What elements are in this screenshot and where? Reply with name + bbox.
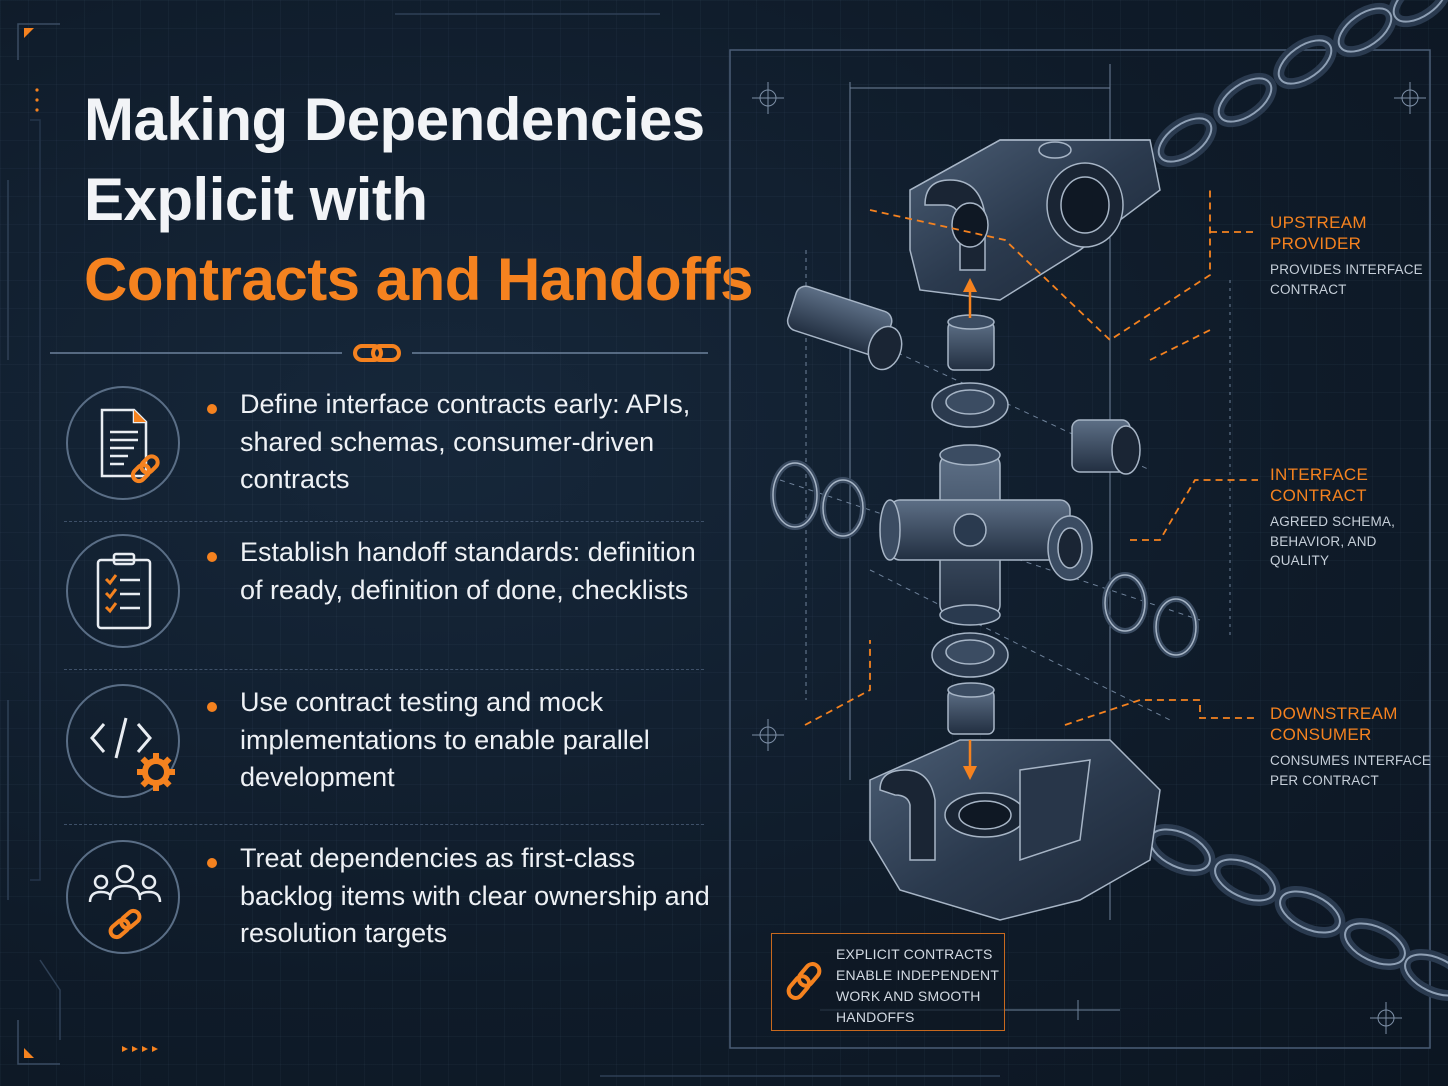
list-item-interface-contracts: Define interface contracts early: APIs, …	[64, 386, 704, 506]
lower-yoke	[869, 739, 1161, 921]
interface-sub-3: QUALITY	[1270, 553, 1330, 568]
upstream-head-2: PROVIDER	[1270, 234, 1362, 253]
note-line-4: HANDOFFS	[836, 1009, 915, 1025]
list-item-backlog-dependencies: Treat dependencies as first-class backlo…	[64, 840, 710, 960]
assembly-arrows	[963, 278, 977, 780]
title-line-1: Making Dependencies	[84, 86, 705, 153]
bullet-dot	[207, 702, 217, 712]
item-icon-circle	[66, 684, 180, 798]
chain-top	[1153, 0, 1448, 168]
item-icon-circle	[66, 840, 180, 954]
interface-contract-label: INTERFACE CONTRACT AGREED SCHEMA, BEHAVI…	[1270, 464, 1395, 571]
chain-bottom	[1144, 823, 1448, 1002]
bullet-dot	[207, 552, 217, 562]
bullet-dot	[207, 858, 217, 868]
title-line-3: Contracts and Handoffs	[84, 246, 754, 313]
document-link-icon	[100, 408, 160, 484]
bearing-parts	[770, 285, 1199, 735]
item-text: Treat dependencies as first-class backlo…	[240, 843, 710, 948]
interface-head-2: CONTRACT	[1270, 486, 1367, 505]
title-line-2: Explicit with	[84, 166, 428, 233]
callout-leaders	[804, 190, 1258, 726]
summary-note-box: EXPLICIT CONTRACTS ENABLE INDEPENDENT WO…	[771, 933, 1005, 1031]
clipboard-checklist-icon	[96, 552, 152, 630]
note-line-1: EXPLICIT CONTRACTS	[836, 946, 993, 962]
interface-head-1: INTERFACE	[1270, 465, 1369, 484]
list-item-contract-testing: Use contract testing and mock implementa…	[64, 684, 704, 804]
upstream-provider-label: UPSTREAM PROVIDER PROVIDES INTERFACE CON…	[1270, 212, 1423, 299]
bullet-dot	[207, 404, 217, 414]
exploded-joint-diagram	[729, 0, 1448, 1049]
item-icon-circle	[66, 534, 180, 648]
downstream-sub-2: PER CONTRACT	[1270, 772, 1379, 788]
interface-sub-1: AGREED SCHEMA,	[1270, 514, 1396, 529]
item-text: Use contract testing and mock implementa…	[240, 687, 650, 792]
gear-icon	[137, 753, 175, 791]
team-link-icon	[88, 864, 162, 940]
item-separator	[64, 824, 704, 825]
item-separator	[64, 669, 704, 670]
item-icon-circle	[66, 386, 180, 500]
item-text: Establish handoff standards: definition …	[240, 537, 696, 605]
code-gear-icon	[90, 717, 175, 791]
crosshair-marks	[752, 82, 1426, 1034]
note-line-2: ENABLE INDEPENDENT	[836, 967, 1000, 983]
title-divider	[50, 344, 708, 362]
upper-yoke	[909, 139, 1161, 301]
note-line-3: WORK AND SMOOTH	[836, 988, 981, 1004]
downstream-head-2: CONSUMER	[1270, 725, 1372, 744]
downstream-consumer-label: DOWNSTREAM CONSUMER CONSUMES INTERFACE P…	[1270, 703, 1431, 790]
chain-link-icon	[786, 962, 822, 1000]
downstream-head-1: DOWNSTREAM	[1270, 704, 1398, 723]
item-text: Define interface contracts early: APIs, …	[240, 389, 691, 494]
chain-link-icon	[353, 344, 401, 362]
upstream-sub-1: PROVIDES INTERFACE	[1270, 262, 1423, 277]
upstream-head-1: UPSTREAM	[1270, 213, 1367, 232]
downstream-sub-1: CONSUMES INTERFACE	[1270, 753, 1432, 768]
list-item-handoff-standards: Establish handoff standards: definition …	[64, 534, 704, 654]
blueprint-frame	[729, 49, 1431, 1049]
page-title: Making Dependencies Explicit with Contra…	[84, 80, 754, 320]
interface-sub-2: BEHAVIOR, AND	[1270, 533, 1377, 549]
upstream-sub-2: CONTRACT	[1270, 281, 1347, 297]
cross-spider	[879, 444, 1093, 626]
item-separator	[64, 521, 704, 522]
